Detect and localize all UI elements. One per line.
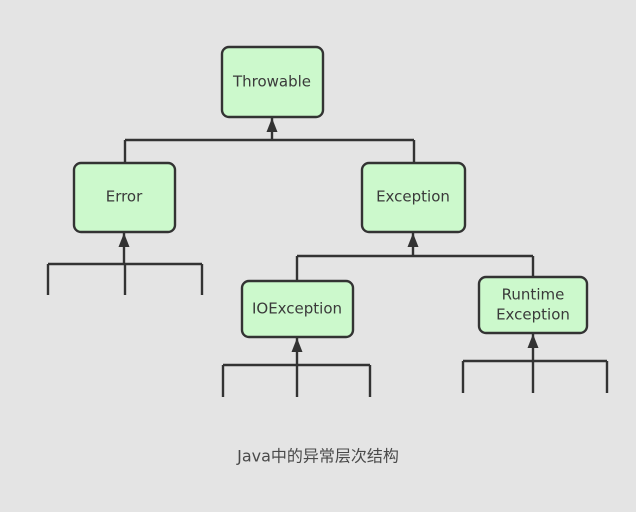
class-node-exception[interactable]: Exception [360,161,467,234]
inheritance-arrowhead-error [118,233,130,247]
inheritance-arrowhead-throwable [266,118,278,132]
arrowhead-layer [118,118,539,352]
node-label: Throwable [232,73,311,91]
node-rect[interactable] [72,161,177,234]
inheritance-arrowhead-exception [407,233,419,247]
inheritance-arrowhead-runtimeexception [527,334,539,348]
subclass-stub-group-runtimeexception [461,334,609,393]
node-rect[interactable] [360,161,467,234]
class-node-error[interactable]: Error [72,161,177,234]
inheritance-arrowhead-ioexception [291,338,303,352]
node-label: Exception [376,188,450,206]
diagram-caption: Java中的异常层次结构 [236,447,399,466]
node-rect[interactable] [240,279,355,339]
node-label: Error [106,188,143,206]
node-label: Runtime [502,286,565,304]
connector-layer [46,118,609,397]
node-rect[interactable] [477,275,589,335]
node-rect[interactable] [220,45,325,119]
node-label: Exception [496,306,570,324]
class-node-throwable[interactable]: Throwable [220,45,325,119]
node-label: IOException [252,300,342,318]
class-node-ioexception[interactable]: IOException [240,279,355,339]
